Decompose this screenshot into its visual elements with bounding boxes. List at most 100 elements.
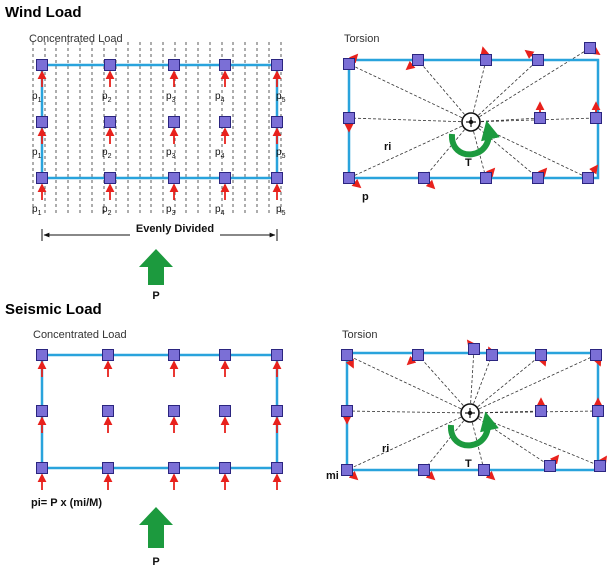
load-label: p5 — [276, 147, 286, 160]
frame-node — [532, 172, 544, 184]
frame-node — [590, 112, 602, 124]
frame-node — [102, 462, 114, 474]
load-label: p1 — [32, 91, 42, 104]
radius-dashed-line — [469, 410, 599, 414]
radius-dashed-line — [423, 121, 472, 179]
frame-node — [341, 405, 353, 417]
frame-node — [168, 349, 180, 361]
frame-node — [36, 462, 48, 474]
radius-dashed-line — [346, 410, 471, 414]
seismic-concentrated-title: Concentrated Load — [33, 329, 127, 341]
frame-node — [219, 349, 231, 361]
load-label: p4 — [215, 147, 225, 160]
frame-node — [478, 464, 490, 476]
frame-node — [480, 172, 492, 184]
load-label: p3 — [166, 204, 176, 217]
load-label: p4 — [215, 204, 225, 217]
seismic-concentrated-diagram — [36, 349, 283, 490]
seismic-resultant-label: P — [152, 556, 159, 568]
frame-node — [102, 349, 114, 361]
seismic-mass-label: mi — [326, 470, 339, 482]
frame-node — [271, 59, 283, 71]
radius-dashed-line — [348, 63, 472, 123]
radius-dashed-line — [417, 59, 472, 123]
seismic-moment-label: T — [465, 458, 472, 470]
radius-dashed-line — [469, 412, 601, 467]
load-label: p3 — [166, 147, 176, 160]
frame-node — [102, 405, 114, 417]
frame-node — [412, 349, 424, 361]
frame-node — [36, 59, 48, 71]
evenly-divided-dimension: Evenly Divided — [41, 223, 278, 241]
frame-node — [168, 172, 180, 184]
seismic-frame — [40, 353, 279, 470]
wind-torsion-diagram — [343, 42, 602, 190]
radius-dashed-line — [348, 117, 472, 123]
wind-resultant-label: P — [152, 290, 159, 302]
seismic-load-title: Seismic Load — [5, 301, 102, 318]
load-label: p1 — [32, 147, 42, 160]
wind-resultant-arrow: P — [139, 249, 173, 302]
frame-node — [590, 349, 602, 361]
frame-node — [271, 405, 283, 417]
frame-node — [168, 405, 180, 417]
radius-dashed-line — [470, 121, 539, 179]
frame-node — [544, 460, 556, 472]
frame-node — [219, 462, 231, 474]
wind-concentrated-title: Concentrated Load — [29, 33, 123, 45]
radius-dashed-line — [470, 59, 539, 123]
radius-dashed-line — [470, 59, 487, 123]
frame-node — [534, 112, 546, 124]
frame-node — [104, 59, 116, 71]
wind-concentrated-diagram — [32, 42, 283, 213]
load-label: p2 — [102, 204, 112, 217]
frame-node — [341, 349, 353, 361]
frame-node — [36, 405, 48, 417]
frame-node — [36, 172, 48, 184]
frame-node — [343, 112, 355, 124]
frame-node — [219, 172, 231, 184]
frame-node — [343, 58, 355, 70]
frame-node — [104, 116, 116, 128]
frame-node — [468, 343, 480, 355]
radius-dashed-line — [423, 412, 471, 471]
seismic-resultant-arrow: P — [139, 507, 173, 568]
frame-node — [104, 172, 116, 184]
frame-node — [532, 54, 544, 66]
radius-dashed-line — [469, 348, 475, 414]
frame-node — [584, 42, 596, 54]
frame-node — [480, 54, 492, 66]
load-label: p1 — [32, 204, 42, 217]
center-of-rotation-icon — [461, 112, 481, 132]
frame-node — [535, 405, 547, 417]
seismic-torsion-title: Torsion — [342, 329, 377, 341]
frame-node — [535, 349, 547, 361]
wind-radius-label: ri — [384, 141, 391, 153]
seismic-radius-label: ri — [382, 443, 389, 455]
frame-node — [271, 462, 283, 474]
frame-node — [168, 116, 180, 128]
frame-node — [36, 349, 48, 361]
frame-node — [219, 116, 231, 128]
frame-node — [582, 172, 594, 184]
seismic-formula: pi= P x (mi/M) — [31, 497, 102, 509]
frame-node — [271, 116, 283, 128]
frame-node — [418, 172, 430, 184]
center-of-rotation-icon — [460, 403, 480, 423]
frame-node — [219, 59, 231, 71]
frame-node — [594, 460, 606, 472]
seismic-torsion-diagram — [341, 339, 607, 481]
wind-force-label: p — [362, 191, 369, 203]
wind-moment-label: T — [465, 157, 472, 169]
load-label: p5 — [276, 204, 286, 217]
frame-node — [168, 59, 180, 71]
load-label: p2 — [102, 147, 112, 160]
wind-frame — [40, 63, 279, 180]
frame-node — [486, 349, 498, 361]
frame-node — [271, 172, 283, 184]
wind-torsion-title: Torsion — [344, 33, 379, 45]
frame-node — [219, 405, 231, 417]
evenly-divided-label: Evenly Divided — [136, 223, 214, 235]
